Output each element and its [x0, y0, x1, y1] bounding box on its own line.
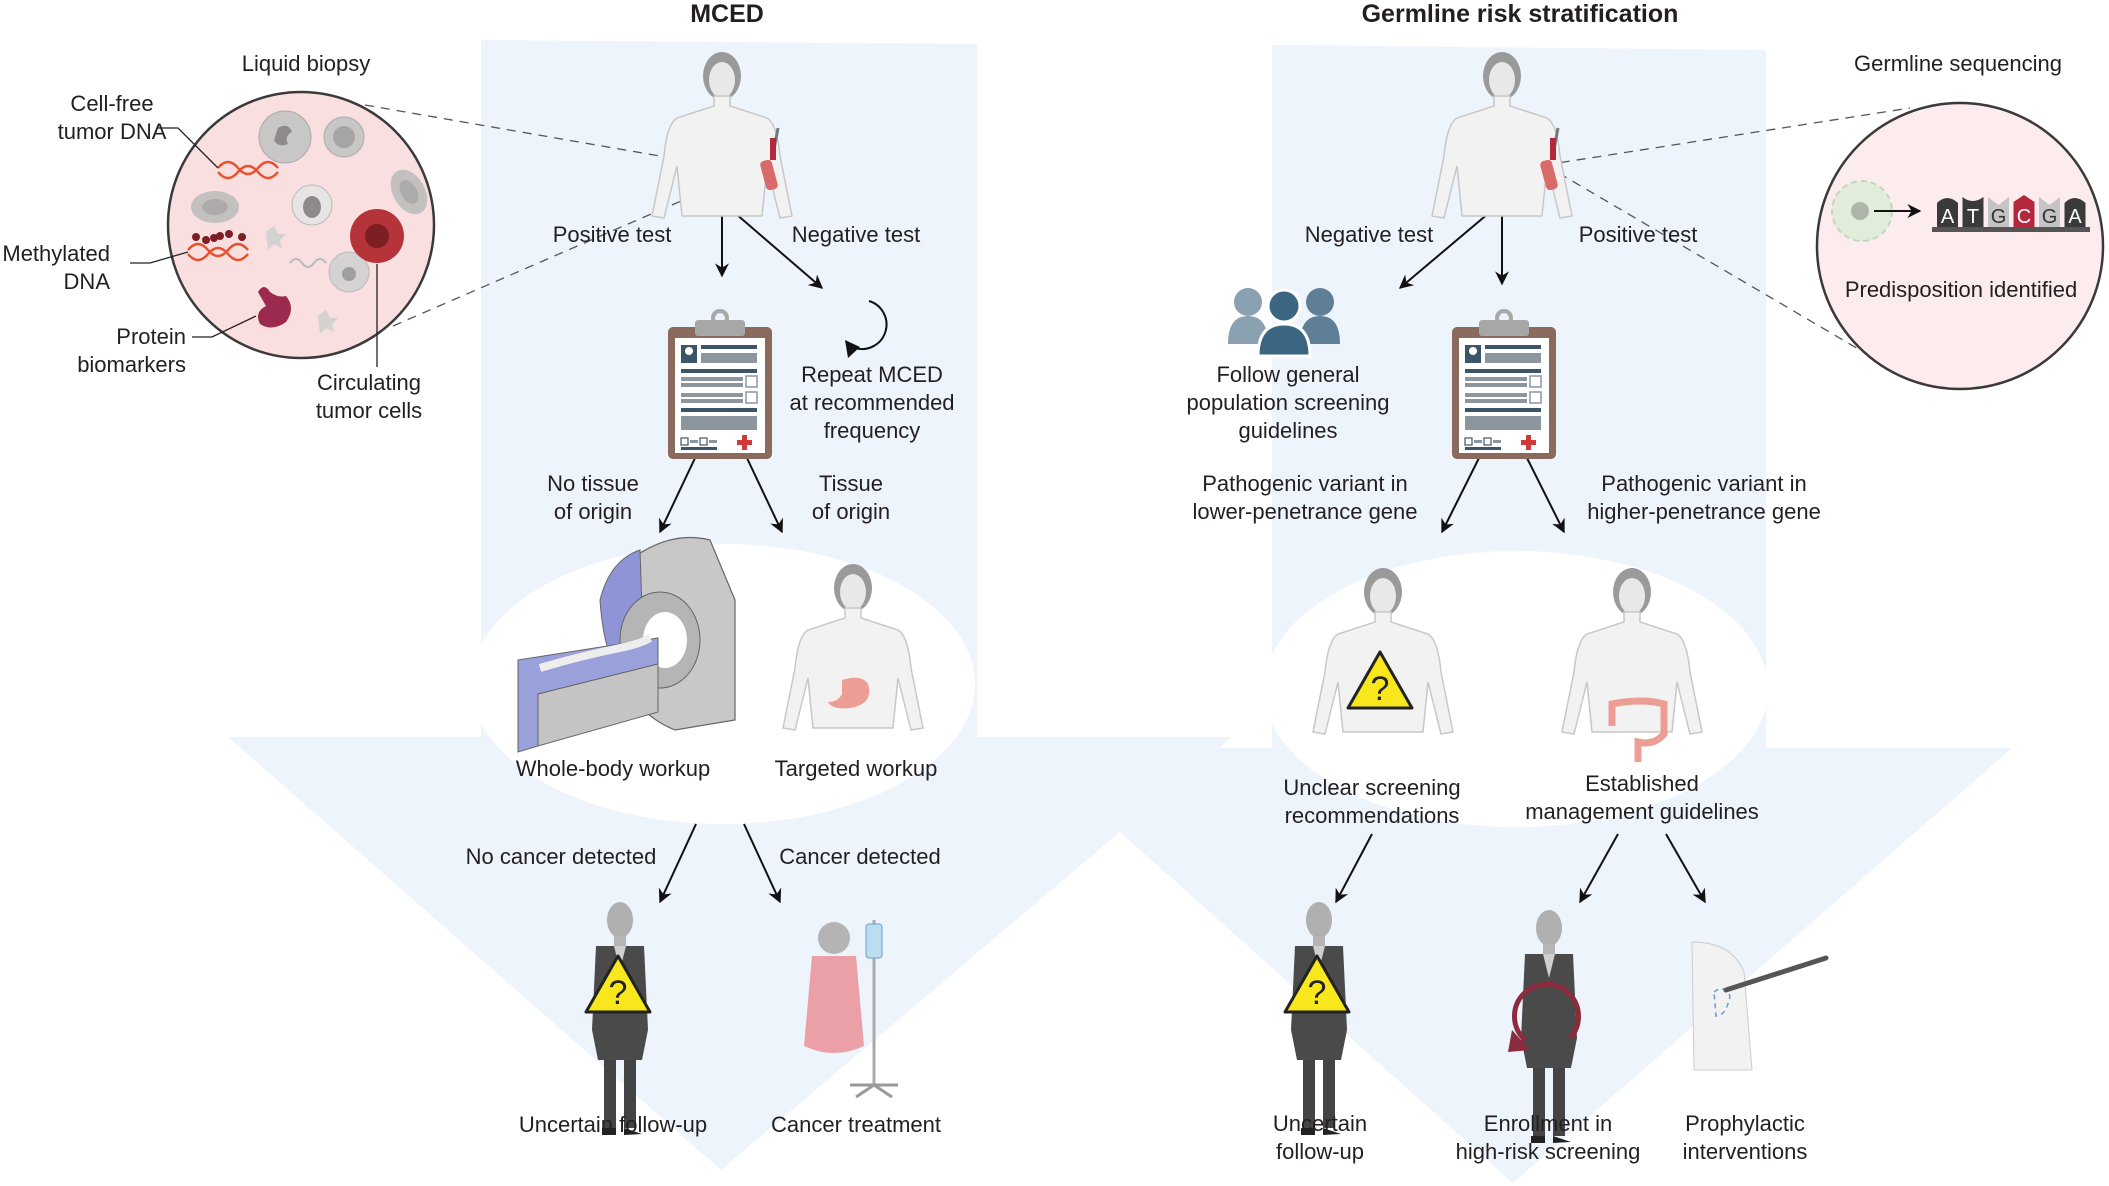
mced-title: MCED — [690, 0, 764, 28]
nucleotide-tile — [2013, 195, 2035, 227]
germline-negative-test-label: Negative test — [1304, 222, 1434, 247]
general-screening-label: Follow general population screening guid… — [1186, 362, 1390, 443]
whole-body-workup-label: Whole-body workup — [515, 756, 711, 781]
protein-biomarker-icon — [258, 287, 291, 328]
blood-draw-icon — [760, 127, 780, 191]
established-guidelines-label: Established management guidelines — [1525, 771, 1759, 824]
enrollment-label: Enrollment in high-risk screening — [1455, 1111, 1641, 1164]
germline-arrows — [1335, 206, 1706, 904]
lower-penetrance-label: Pathogenic variant in lower-penetrance g… — [1192, 471, 1418, 524]
tissue-origin-label: Tissue of origin — [811, 471, 891, 524]
mced-arrows — [658, 206, 824, 904]
methylated-dna-icon — [187, 242, 249, 262]
cycle-arrow-icon — [1508, 981, 1581, 1052]
germline-sequencing-title: Germline sequencing — [1854, 51, 2062, 76]
stomach-icon — [828, 677, 870, 709]
ctc-label: Circulating tumor cells — [315, 370, 423, 423]
nucleotide-letter: A — [2068, 206, 2082, 228]
cancer-detected-label: Cancer detected — [779, 844, 941, 869]
nucleotide-letter: G — [1991, 206, 2007, 228]
cfdna-label: Cell-free tumor DNA — [57, 91, 167, 144]
nucleotide-letter: G — [2042, 206, 2058, 228]
colon-icon — [1608, 697, 1668, 762]
uncertain-followup-label: Uncertain follow-up — [518, 1112, 708, 1137]
targeted-workup-label: Targeted workup — [774, 756, 938, 781]
arrow-notch — [1026, 737, 1232, 832]
unclear-screening-label: Unclear screening recommendations — [1283, 775, 1461, 828]
prophylactic-surgery-icon — [1691, 941, 1829, 1071]
mced-clipboard-icon — [666, 309, 774, 461]
repeat-cycle-icon — [845, 300, 888, 358]
nucleotide-letter: A — [1941, 206, 1955, 228]
blood-draw-icon-2 — [1540, 127, 1560, 191]
nucleotide-tile — [1937, 198, 1958, 227]
nucleotide-letter: T — [1967, 206, 1979, 228]
sequencing-zoom-lines — [1544, 107, 1911, 351]
no-tissue-origin-label: No tissue of origin — [547, 471, 639, 524]
repeat-mced-label: Repeat MCED at recommended frequency — [789, 362, 955, 443]
nucleotide-letter: C — [2017, 206, 2031, 228]
germline-clipboard-icon — [1450, 309, 1558, 461]
germline-positive-test-label: Positive test — [1578, 222, 1698, 247]
biopsy-leader-lines — [130, 127, 378, 367]
liquid-biopsy-title: Liquid biopsy — [241, 51, 371, 76]
mced-negative-test-label: Negative test — [791, 222, 921, 247]
higher-penetrance-label: Pathogenic variant in higher-penetrance … — [1587, 471, 1821, 524]
germline-uncertain-followup-label: Uncertain follow-up — [1272, 1111, 1368, 1164]
mri-scanner-icon — [517, 536, 736, 753]
germline-title: Germline risk stratification — [1361, 0, 1679, 28]
cancer-treatment-figure — [804, 920, 898, 1099]
nucleotide-tile — [2064, 198, 2086, 227]
predisposition-label: Predisposition identified — [1844, 277, 2078, 302]
nucleotide-tile — [1962, 197, 1984, 227]
liquid-biopsy-circle — [166, 90, 436, 360]
cancer-treatment-label: Cancer treatment — [771, 1112, 941, 1137]
prophylactic-label: Prophylactic interventions — [1682, 1111, 1808, 1164]
cfdna-icon — [217, 160, 279, 180]
nucleotide-tile — [2039, 197, 2060, 227]
nucleotide-tile — [1988, 197, 2009, 227]
no-cancer-detected-label: No cancer detected — [465, 844, 657, 869]
people-group-icon — [1228, 288, 1340, 358]
mced-positive-test-label: Positive test — [552, 222, 672, 247]
methylated-dna-label: Methylated DNA — [2, 241, 110, 294]
protein-biomarkers-label: Protein biomarkers — [77, 324, 186, 377]
